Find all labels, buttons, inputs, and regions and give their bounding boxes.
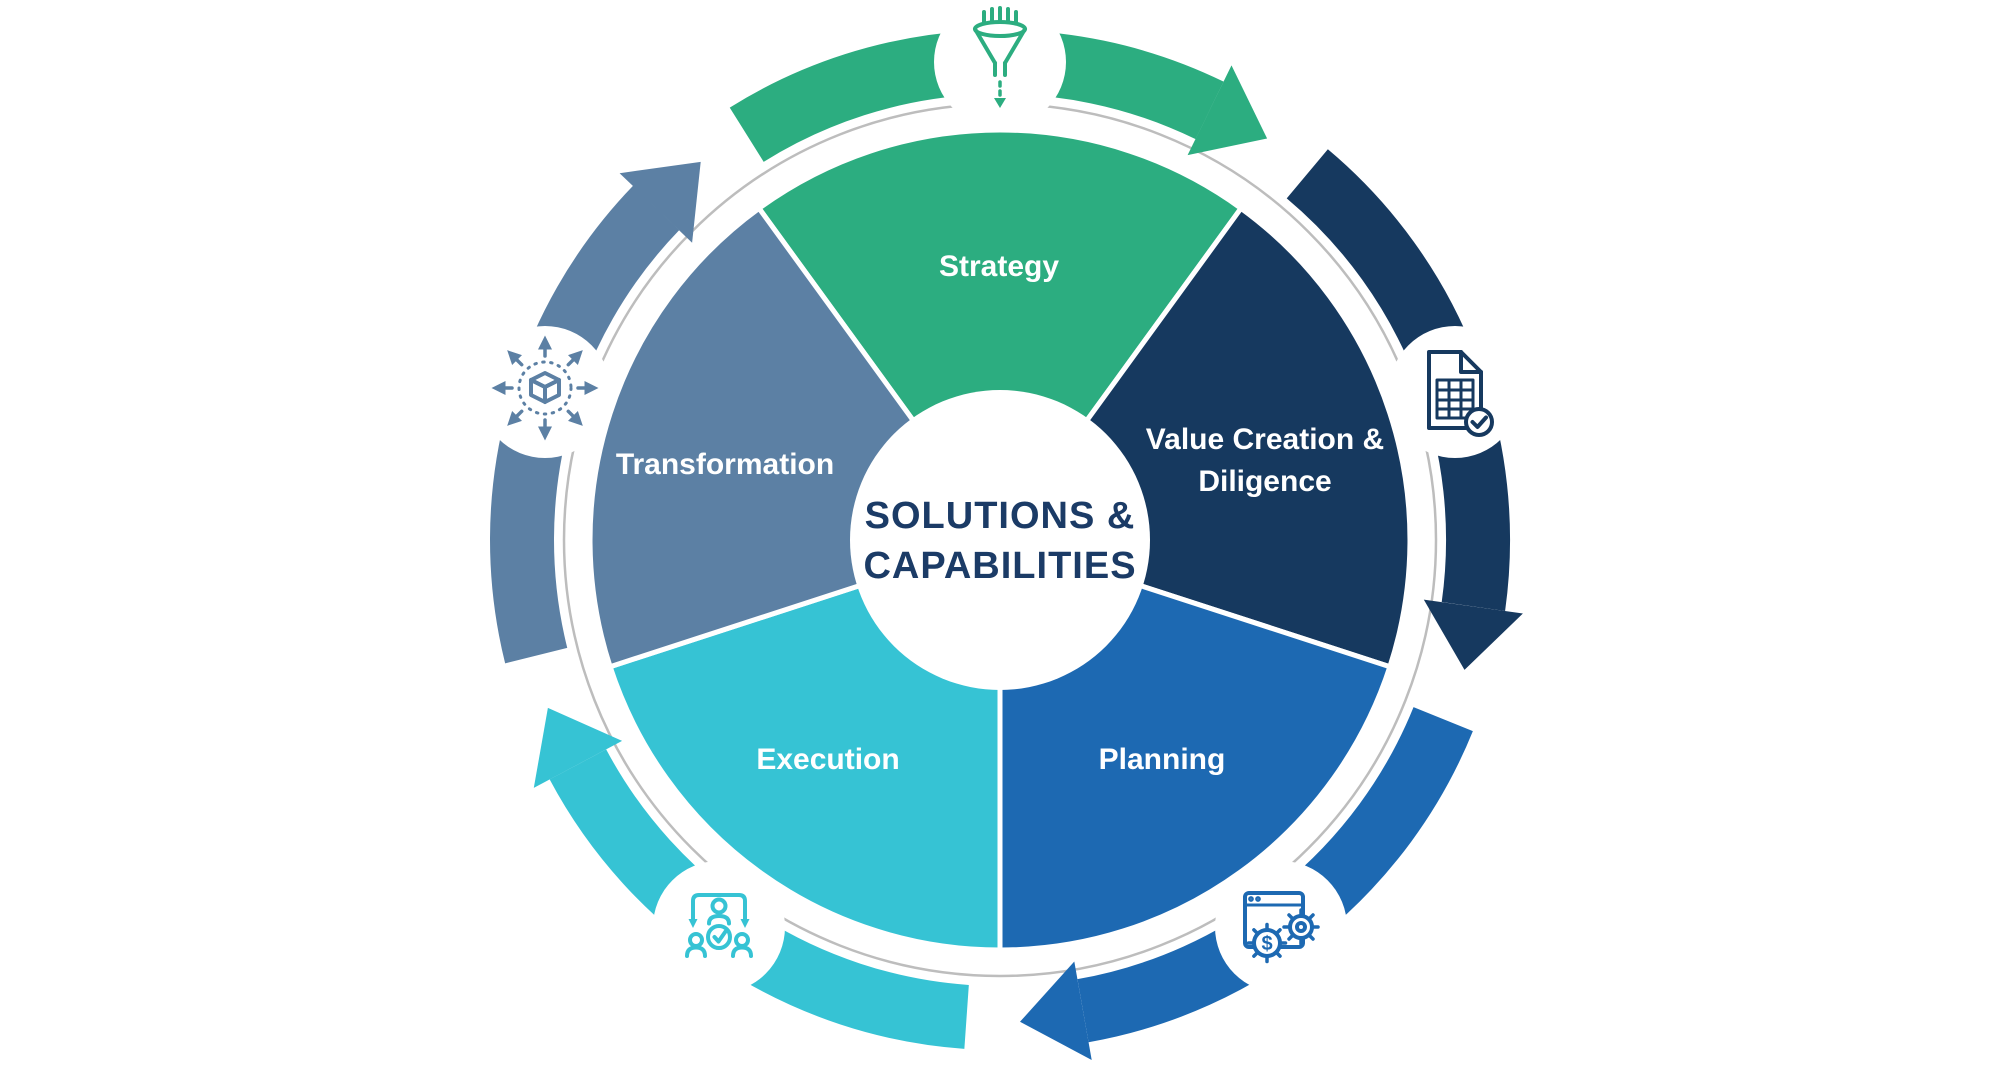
- window-gear-dollar-icon: $: [1243, 891, 1320, 964]
- expand-arrows: [491, 335, 599, 441]
- icon-halo-strategy: [934, 0, 1066, 128]
- segment-label-value-creation-line1: Value Creation &: [1146, 423, 1384, 456]
- wedge-strategy: [756, 127, 1244, 543]
- check-mark: [1470, 415, 1488, 429]
- center-title-line2: CAPABILITIES: [863, 545, 1136, 587]
- icon-halo-planning: [1215, 861, 1347, 993]
- funnel-icon: [973, 6, 1027, 108]
- segment-label-planning: Planning: [1099, 743, 1226, 776]
- arrow-planning-head: [1020, 961, 1092, 1060]
- segment-label-strategy: Strategy: [939, 250, 1059, 283]
- arrow-execution-head: [533, 707, 623, 788]
- segment-label-transformation: Transformation: [616, 448, 834, 481]
- check-circle: [1464, 407, 1494, 437]
- check-circle: [706, 924, 732, 950]
- team-check-icon: [685, 893, 753, 958]
- arrow-value-creation-head: [1423, 599, 1523, 670]
- center-title-line1: SOLUTIONS &: [865, 495, 1136, 537]
- center-circle: [850, 390, 1150, 690]
- check-mark: [712, 929, 728, 944]
- segment-label-execution: Execution: [756, 743, 899, 776]
- segment-label-value-creation-line2: Diligence: [1198, 465, 1331, 498]
- icon-halo-value-creation: [1389, 326, 1521, 458]
- funnel-drop-arrowhead: [994, 98, 1006, 108]
- arrow-transformation-head: [619, 161, 701, 243]
- arrow-strategy-head: [1187, 65, 1268, 156]
- cube-expand-icon: [491, 335, 599, 441]
- dollar-symbol: $: [1261, 933, 1272, 955]
- spreadsheet-check-icon: [1427, 350, 1494, 437]
